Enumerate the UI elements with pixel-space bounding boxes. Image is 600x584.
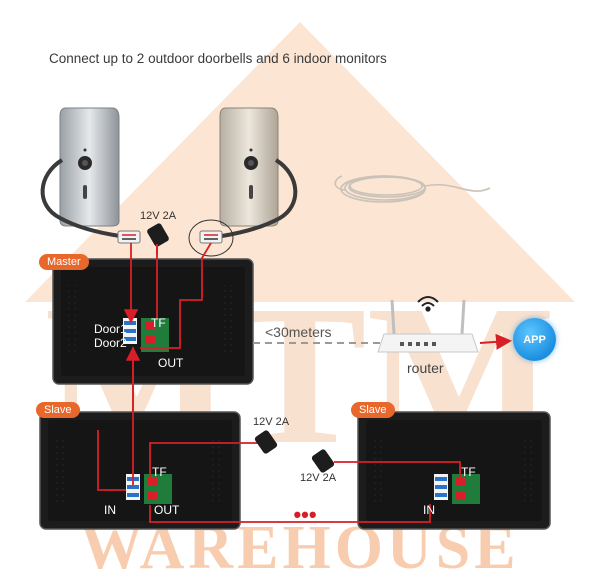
label-in-slave-left: IN [104,503,116,517]
doorbell-cable [221,158,298,238]
app-badge: APP [513,318,556,361]
doorbell-silver [59,107,120,227]
monitor-master [52,258,254,385]
label-tf-slave-right: TF [461,465,476,479]
wifi-icon [417,296,439,312]
label-tf-master: TF [151,316,166,330]
more-monitors-dots: ••• [293,502,316,527]
diagram-title: Connect up to 2 outdoor doorbells and 6 … [49,51,387,66]
router-to-app-arrow [479,333,512,350]
connector-left [117,230,141,244]
label-door1: Door1 [94,322,127,336]
router [377,299,479,353]
label-distance: <30meters [265,324,332,340]
monitor-slave-right [357,411,551,530]
label-power-mid-upper: 12V 2A [253,416,290,428]
label-door2: Door2 [94,336,127,350]
label-power-mid-lower: 12V 2A [300,472,337,484]
power-adapter-mid-upper [254,430,278,454]
power-adapter-mid-lower [311,449,335,473]
power-adapter-top [147,223,169,255]
doorbell-cable [40,158,121,238]
doorbell-champagne [219,107,279,227]
connector-highlight-circle [188,219,234,257]
badge-slave-left: Slave [36,402,80,418]
badge-slave-right: Slave [351,402,395,418]
cable-coil [334,175,491,203]
monitor-slave-left [39,411,241,530]
label-out-slave-left: OUT [154,503,180,517]
doorbell-button-icon [83,185,87,199]
label-in-slave-right: IN [423,503,435,517]
wiring [97,242,461,523]
connector-right [199,230,223,244]
label-out-master: OUT [158,356,184,370]
label-power-top: 12V 2A [140,210,177,222]
doorbell-button-icon [249,185,253,199]
badge-master: Master [39,254,89,270]
label-router: router [407,360,444,376]
label-tf-slave-left: TF [152,465,167,479]
